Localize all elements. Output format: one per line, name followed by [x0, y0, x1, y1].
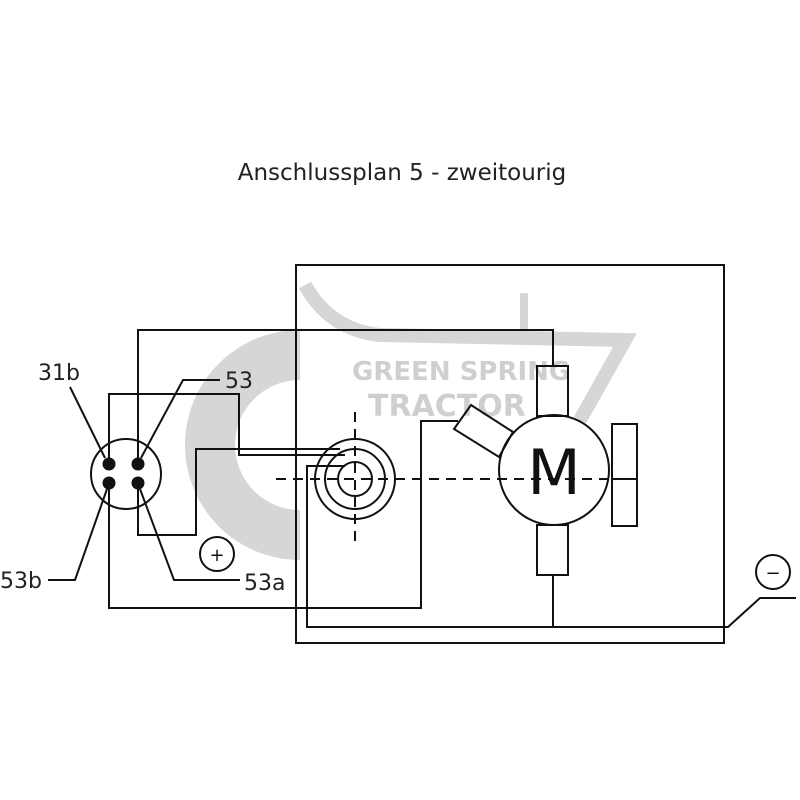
watermark-logo: GREEN SPRING TRACTOR: [185, 281, 637, 560]
brush-bottom: [536, 524, 569, 576]
motor-label: M: [527, 436, 581, 509]
label-53a: 53a: [244, 571, 285, 596]
plus-symbol: [199, 536, 235, 572]
leader-53b: [48, 488, 108, 581]
leader-31b: [69, 386, 106, 459]
label-53: 53: [225, 369, 253, 394]
minus-symbol: [755, 554, 791, 590]
minus-sign: −: [765, 563, 780, 584]
gear: [611, 423, 638, 527]
label-53b: 53b: [0, 569, 42, 594]
plus-sign: +: [209, 545, 224, 566]
wire-53a-switch: [137, 448, 340, 536]
diagram-title: Anschlussplan 5 - zweitourig: [238, 160, 567, 186]
wire-53b-brush: [108, 420, 458, 609]
wire-53-motor: [137, 329, 554, 464]
motor: M: [452, 365, 638, 576]
leader-53: [140, 379, 220, 459]
watermark-line1: GREEN SPRING: [352, 357, 570, 387]
wire-31b-switch: [108, 393, 345, 464]
label-31b: 31b: [38, 361, 80, 386]
wire-ground: [306, 465, 796, 628]
housing-box: [295, 264, 725, 644]
watermark-line2: TRACTOR: [368, 389, 526, 424]
leader-53a: [139, 488, 240, 581]
